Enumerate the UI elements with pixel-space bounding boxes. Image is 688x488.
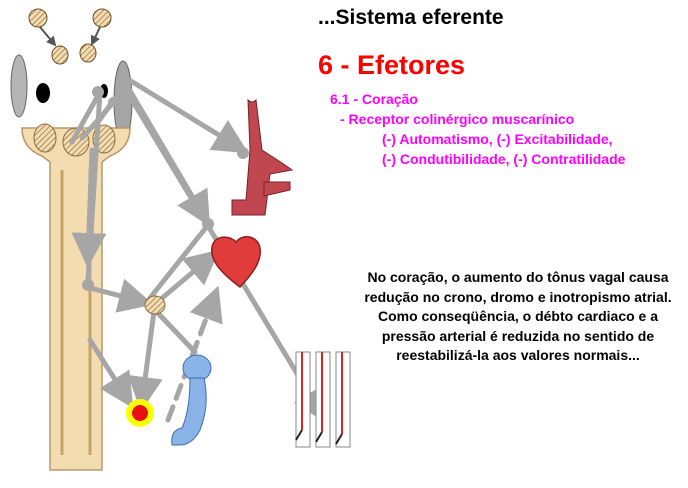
blood-vessel-icon	[231, 98, 294, 216]
target-receptor-icon	[126, 399, 154, 427]
heart-icon	[211, 236, 261, 289]
page-title: ...Sistema eferente	[318, 6, 504, 29]
receptor-label: - Receptor colinérgico muscarínico	[340, 111, 575, 127]
effects-line-1: (-) Automatismo, (-) Excitabilidade,	[382, 131, 613, 147]
bladder-icon	[171, 354, 212, 446]
recording-strips-icon	[295, 351, 351, 448]
subsection-heading: 6.1 - Coração	[330, 91, 418, 107]
ganglion-cell	[144, 295, 166, 315]
effects-line-2: (-) Condutibilidade, (-) Contratilidade	[382, 151, 626, 167]
neuron-cell-icon	[28, 8, 112, 65]
ganglion-dots	[82, 86, 249, 291]
section-title: 6 - Efetores	[318, 50, 466, 80]
spinal-cord-icon	[21, 123, 131, 471]
explanation-text: No coração, o aumento do tônus vagal cau…	[364, 269, 672, 363]
